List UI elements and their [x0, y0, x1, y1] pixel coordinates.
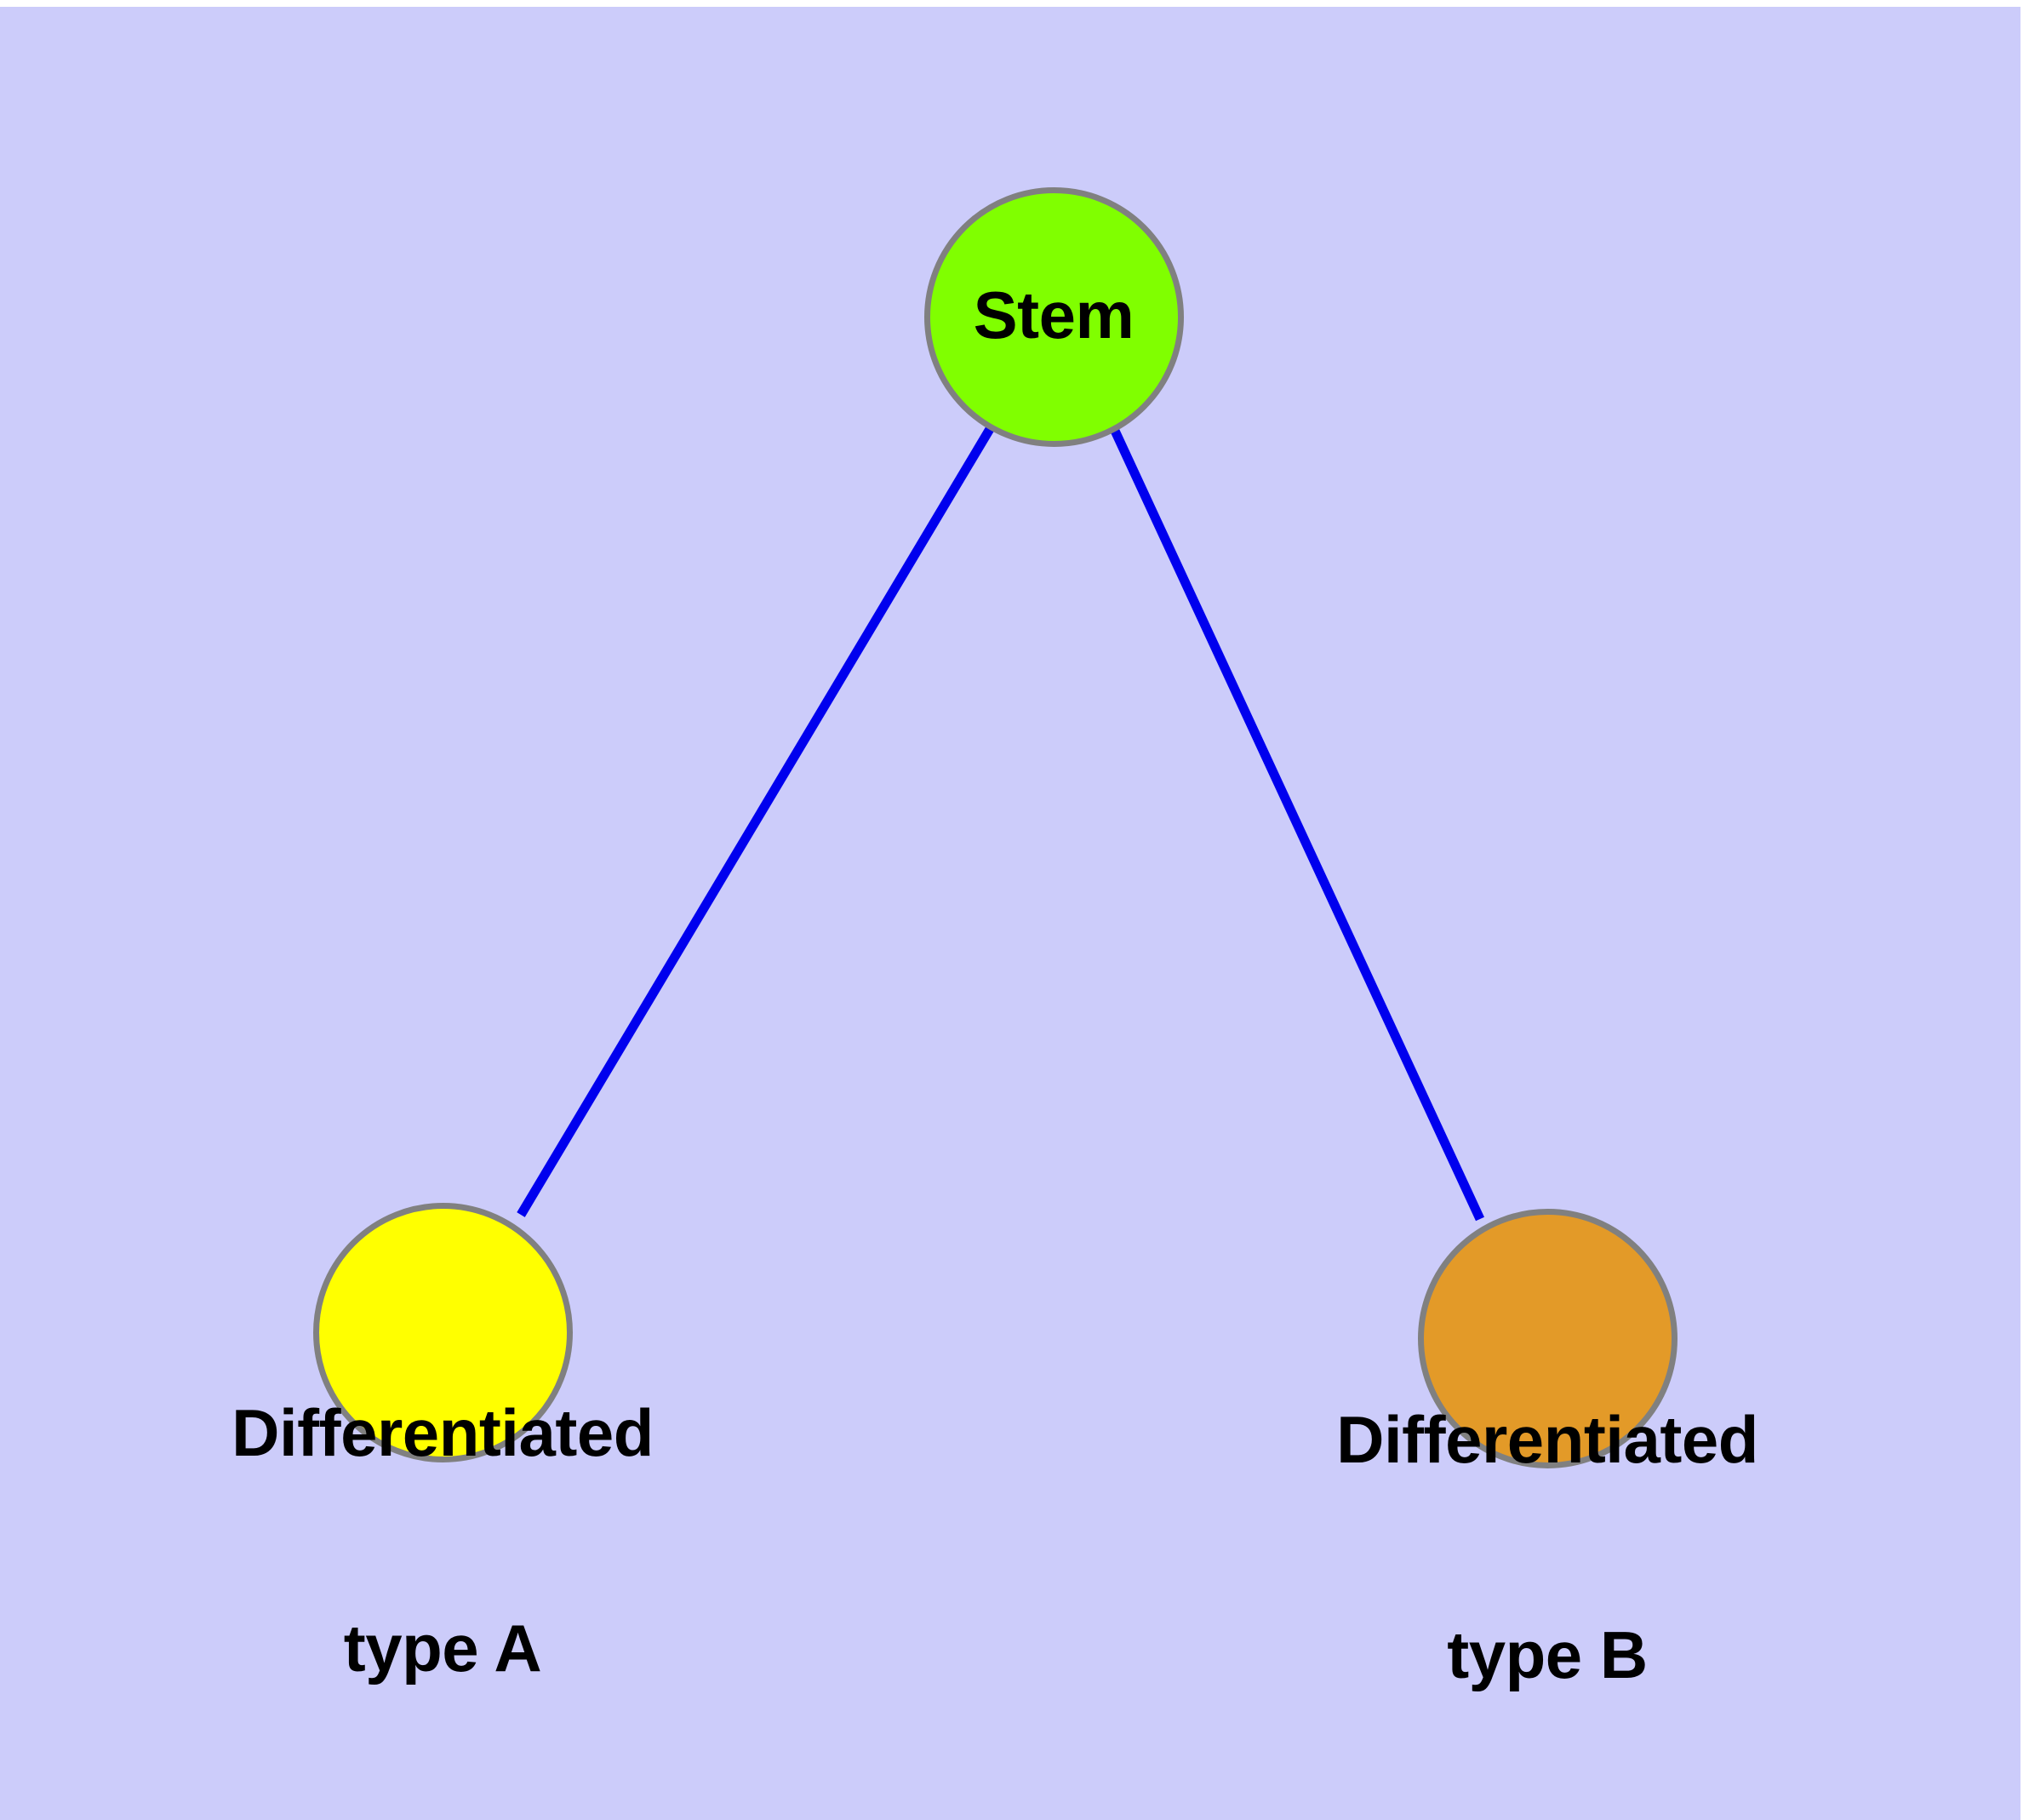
node-differentiated-type-a-label-line1: Differentiated [231, 1395, 654, 1471]
node-differentiated-type-a-label-line2: type A [343, 1611, 542, 1686]
node-differentiated-type-b-label-line2: type B [1447, 1617, 1648, 1693]
edge-stem-to-differentiated-type-b [1111, 428, 1484, 1222]
node-differentiated-type-a[interactable] [313, 1203, 573, 1462]
edge-stem-to-differentiated-type-a [517, 426, 994, 1217]
node-differentiated-type-b-label: Differentiated type B [1207, 1261, 1888, 1820]
node-differentiated-type-a-label: Differentiated type A [102, 1254, 783, 1820]
node-stem[interactable] [924, 187, 1184, 447]
node-stem-label: Stem [973, 278, 1135, 352]
node-differentiated-type-b[interactable] [1418, 1209, 1677, 1468]
node-differentiated-type-b-label-line1: Differentiated [1336, 1402, 1758, 1478]
